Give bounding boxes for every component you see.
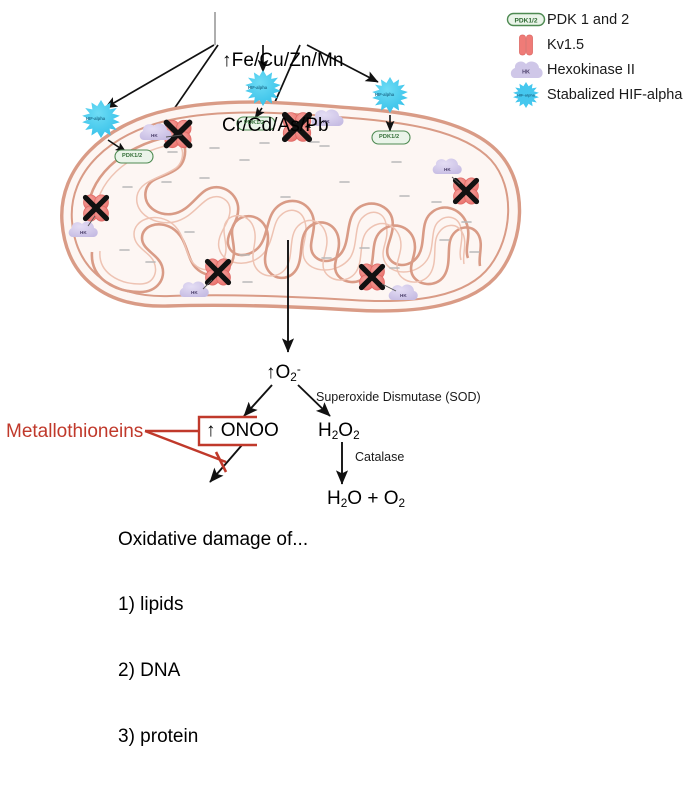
metallothionein-inhibition <box>144 415 257 473</box>
hif-alpha-star <box>82 100 120 138</box>
arrow-to-hif-right <box>306 44 379 83</box>
hif-alpha-particles <box>82 70 408 138</box>
oxidative-damage-item: 3) protein <box>118 726 199 748</box>
title-line-2: Cr/Cd/As/Pb <box>222 115 329 137</box>
oxidative-damage-item: 1) lipids <box>118 594 184 616</box>
legend-label-pdk: PDK 1 and 2 <box>547 11 630 28</box>
kv15-channel <box>281 111 313 143</box>
legend-label-hexokinase: Hexokinase II <box>547 61 635 78</box>
hk-cloud <box>139 123 172 140</box>
crista-upper-shadow <box>95 143 463 273</box>
inhibition-x-mark <box>358 263 386 291</box>
pdk-box <box>371 130 411 145</box>
legend-label-hif-alpha: Stabalized HIF-alpha <box>547 86 683 103</box>
legend-item-kv15: Kv1.5 <box>505 33 694 56</box>
oxidative-damage-item: 2) DNA <box>118 660 181 682</box>
hif-alpha-star <box>245 70 281 106</box>
catalase-enzyme-label: Catalase <box>355 450 405 464</box>
arrow-superoxide-to-onoo <box>243 384 273 417</box>
legend-item-hexokinase: HK Hexokinase II <box>505 58 694 81</box>
hydrogen-peroxide-label: H2O2 <box>318 420 360 442</box>
arrow-hif-to-pdk-center <box>254 107 265 119</box>
page-title: ↑Fe/Cu/Zn/Mn Cr/Cd/As/Pb <box>222 6 344 180</box>
diagram-canvas: ↑Fe/Cu/Zn/Mn Cr/Cd/As/Pb PDK1/2 PDK 1 an… <box>6 6 694 748</box>
svg-text:PDK1/2: PDK1/2 <box>514 17 537 24</box>
kv15-channel-icon <box>505 33 547 56</box>
oxidative-damage-block: Oxidative damage of... 1) lipids 2) DNA … <box>118 485 308 791</box>
kv15-channel <box>452 177 480 205</box>
pathway-arrows <box>209 384 349 485</box>
crista-lower <box>90 214 483 294</box>
hexokinase-molecules <box>68 109 462 300</box>
kv15-channel <box>204 258 232 286</box>
peroxynitrite-label: ↑ ONOO <box>206 420 279 441</box>
inhibition-x-mark <box>204 258 232 286</box>
pdk-box-icon: PDK1/2 <box>505 8 547 31</box>
inhibition-x-mark <box>82 194 110 222</box>
title-line-1: Fe/Cu/Zn/Mn <box>231 49 344 71</box>
inhibition-x-mark <box>452 177 480 205</box>
hk-cloud <box>432 158 462 174</box>
hk-cloud <box>311 109 344 126</box>
svg-text:HK: HK <box>522 69 530 75</box>
diagram-graphics-layer <box>60 12 522 485</box>
hk-cloud <box>68 221 98 237</box>
outer-membrane <box>60 100 522 313</box>
legend-item-hif-alpha: HIF-alpha Stabalized HIF-alpha <box>505 81 694 108</box>
inhibition-x-mark <box>281 111 313 143</box>
sod-enzyme-label: Superoxide Dismutase (SOD) <box>316 390 481 404</box>
arrow-superoxide-to-h2o2 <box>297 384 331 417</box>
inhibition-x-mark <box>163 119 193 149</box>
pdk-box <box>114 149 154 164</box>
matrix-dashes <box>119 141 480 283</box>
kv15-channels <box>82 111 480 291</box>
metallothionein-branch-line <box>144 429 227 464</box>
title-up-arrow: ↑ <box>222 49 232 71</box>
legend-label-kv15: Kv1.5 <box>547 36 585 53</box>
kv15-channel <box>163 119 193 149</box>
kv15-channel <box>358 263 386 291</box>
pdk-box <box>236 116 276 131</box>
arrow-onoo-to-oxidative-damage <box>209 444 243 483</box>
legend: PDK1/2 PDK 1 and 2 Kv1.5 HK Hexokinas <box>505 8 694 108</box>
water-oxygen-products-label: H2O + O2 <box>327 488 406 510</box>
hif-alpha-star <box>372 77 408 113</box>
oxidative-damage-header: Oxidative damage of... <box>118 528 309 550</box>
kv15-channel <box>82 194 110 222</box>
hexokinase-cloud-icon: HK <box>505 58 547 81</box>
svg-text:HIF-alpha: HIF-alpha <box>517 92 536 97</box>
arrow-to-hif-left <box>104 44 215 109</box>
hk-cloud <box>179 281 209 297</box>
crista-lower-shadow <box>99 214 466 285</box>
hif-alpha-star-icon: HIF-alpha <box>505 81 547 108</box>
pdk-markers <box>114 116 411 164</box>
metallothioneins-label: Metallothioneins <box>6 421 144 442</box>
superoxide-label: ↑O2- <box>266 362 301 384</box>
inhibition-crossbar <box>214 451 228 473</box>
mitochondrion <box>60 100 522 313</box>
hk-cloud <box>388 284 418 300</box>
legend-item-pdk: PDK1/2 PDK 1 and 2 <box>505 8 694 31</box>
